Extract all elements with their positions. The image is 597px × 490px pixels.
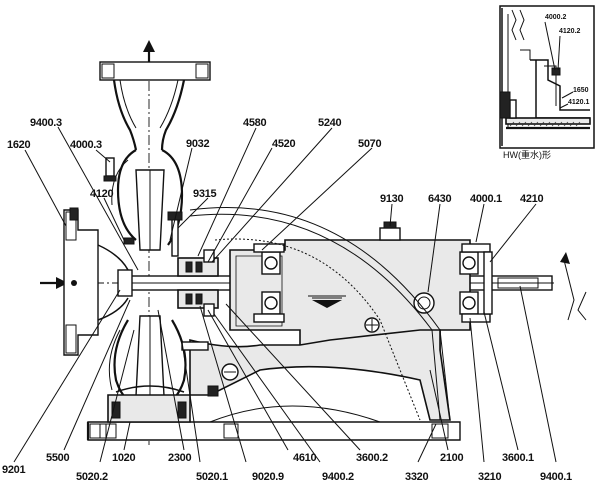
- label-3600-1: 3600.1: [502, 452, 534, 464]
- label-2100: 2100: [440, 452, 463, 464]
- inset-label-4120-1: 4120.1: [568, 99, 590, 106]
- label-5500: 5500: [46, 452, 69, 464]
- inset-detail-view: 4000.2 4120.2 1650 4120.1 HW(重水)形: [499, 5, 595, 160]
- inset-label-1650: 1650: [573, 87, 589, 94]
- inset-caption: HW(重水)形: [503, 149, 551, 160]
- label-4000-3: 4000.3: [70, 139, 102, 151]
- label-1020: 1020: [112, 452, 135, 464]
- leader-lines: [13, 126, 557, 463]
- inset-label-4120-2: 4120.2: [559, 28, 581, 35]
- label-5020-1: 5020.1: [196, 471, 228, 483]
- label-9400-3: 9400.3: [30, 117, 62, 129]
- label-1620: 1620: [7, 139, 30, 151]
- bearing-left: [261, 251, 281, 315]
- pump-drawing: [40, 40, 587, 445]
- label-4520: 4520: [272, 138, 295, 150]
- inset-label-4000-2: 4000.2: [545, 14, 567, 21]
- label-3320: 3320: [405, 471, 428, 483]
- label-9032: 9032: [186, 138, 209, 150]
- label-2300: 2300: [168, 452, 191, 464]
- label-4210: 4210: [520, 193, 543, 205]
- label-5070: 5070: [358, 138, 381, 150]
- label-6430: 6430: [428, 193, 451, 205]
- label-4000-1: 4000.1: [470, 193, 502, 205]
- label-5020-2: 5020.2: [76, 471, 108, 483]
- label-9020-9: 9020.9: [252, 471, 284, 483]
- label-9315: 9315: [193, 188, 216, 200]
- label-5240: 5240: [318, 117, 341, 129]
- label-9400-1: 9400.1: [540, 471, 572, 483]
- label-4120: 4120: [90, 188, 113, 200]
- label-3210: 3210: [478, 471, 501, 483]
- label-3600-2: 3600.2: [356, 452, 388, 464]
- label-4610: 4610: [293, 452, 316, 464]
- label-9201: 9201: [2, 464, 25, 476]
- label-4580: 4580: [243, 117, 266, 129]
- label-9400-2: 9400.2: [322, 471, 354, 483]
- bearing-right: [459, 251, 479, 315]
- label-9130: 9130: [380, 193, 403, 205]
- part-labels: 9400.3 1620 4000.3 4120 9032 4580 4520 5…: [2, 117, 572, 483]
